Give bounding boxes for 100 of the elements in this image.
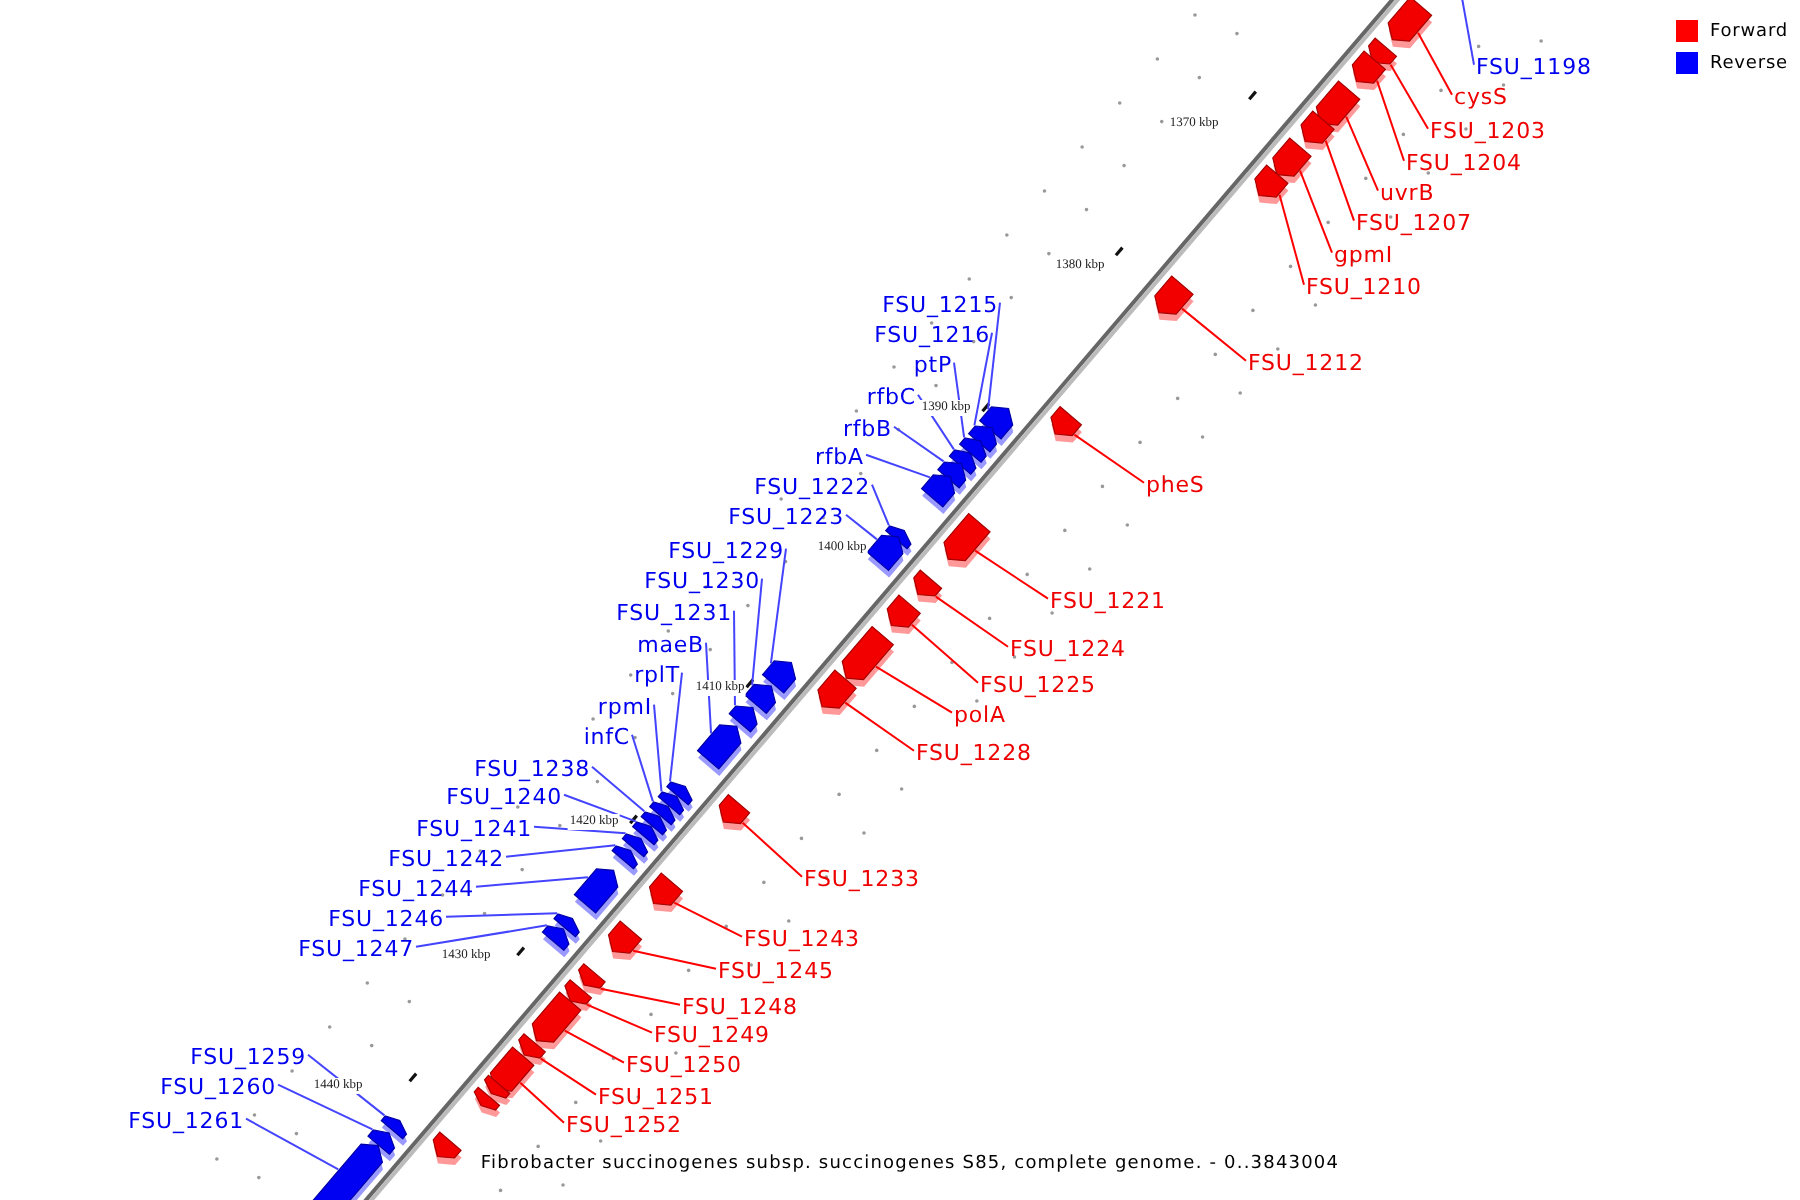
- gene-block: [1050, 405, 1083, 443]
- gene-label: FSU_1261: [128, 1107, 244, 1133]
- leader-line: [1345, 115, 1379, 192]
- leader-line: [910, 623, 979, 684]
- gene-block: [573, 868, 619, 920]
- gene-block: [309, 1143, 384, 1200]
- gene-label: FSU_1259: [190, 1043, 306, 1069]
- gene-label: FSU_1245: [718, 957, 834, 983]
- gene-label: FSU_1242: [388, 845, 504, 871]
- leader-line: [1376, 79, 1405, 162]
- leader-line: [741, 821, 803, 878]
- gene-label: FSU_1198: [1476, 53, 1592, 79]
- leader-line: [874, 665, 953, 714]
- gene-label: FSU_1203: [1430, 117, 1546, 143]
- gene-label: FSU_1215: [882, 291, 998, 317]
- gene-block: [718, 793, 751, 831]
- leader-line: [1389, 63, 1429, 130]
- gene-block: [1154, 275, 1194, 322]
- leader-line: [893, 425, 945, 463]
- gene-label: FSU_1212: [1248, 349, 1364, 375]
- gene-block: [648, 872, 684, 913]
- gene-block: [577, 962, 606, 996]
- leader-line: [475, 876, 589, 888]
- leader-line: [505, 844, 617, 858]
- leader-line: [673, 901, 743, 938]
- gene-label: rfbB: [842, 415, 892, 441]
- leader-line: [632, 949, 717, 970]
- leader-line: [415, 924, 548, 948]
- leader-line: [845, 513, 878, 541]
- leader-line: [844, 701, 915, 752]
- leader-line: [751, 577, 763, 687]
- gene-label: FSU_1204: [1406, 149, 1522, 175]
- gene-block: [886, 594, 922, 635]
- gene-block: [541, 925, 570, 958]
- gene-label: FSU_1241: [416, 815, 532, 841]
- gene-label: FSU_1222: [754, 473, 870, 499]
- gene-block: [473, 1086, 501, 1118]
- leader-line: [669, 671, 683, 783]
- gene-label: ptP: [913, 351, 952, 377]
- gene-label: FSU_1229: [668, 537, 784, 563]
- gene-label: FSU_1223: [728, 503, 844, 529]
- leader-line: [1278, 193, 1305, 286]
- leader-line: [1299, 169, 1333, 254]
- leader-line: [769, 547, 787, 665]
- leader-line: [1461, 0, 1475, 66]
- gene-label: polA: [954, 701, 1006, 727]
- leader-line: [1181, 307, 1247, 362]
- gene-label: FSU_1252: [566, 1111, 682, 1137]
- gene-label: uvrB: [1380, 179, 1435, 205]
- gene-block: [943, 512, 991, 568]
- legend-label: Forward: [1710, 21, 1788, 41]
- gene-block: [696, 724, 742, 776]
- gene-block: [920, 474, 956, 514]
- gene-block: [1300, 110, 1335, 151]
- leader-line: [1324, 139, 1355, 222]
- gene-label: FSU_1228: [916, 739, 1032, 765]
- gene-block: [1351, 50, 1387, 91]
- leader-line: [865, 453, 931, 479]
- gene-block: [611, 845, 639, 876]
- gene-label: FSU_1243: [744, 925, 860, 951]
- leader-line: [974, 549, 1049, 600]
- gene-label: FSU_1240: [446, 783, 562, 809]
- leader-line: [245, 1117, 340, 1171]
- gene-block: [841, 625, 895, 687]
- leader-line: [973, 331, 993, 427]
- leader-line: [591, 765, 646, 813]
- gene-label: rpmI: [597, 693, 652, 719]
- gene-block: [1254, 164, 1289, 205]
- leader-line: [445, 912, 559, 918]
- gene-label: FSU_1207: [1356, 209, 1472, 235]
- gene-label: rfbA: [814, 443, 864, 469]
- leader-line: [1417, 31, 1453, 96]
- leader-line: [599, 987, 681, 1006]
- gene-label: FSU_1244: [358, 875, 474, 901]
- leader-line: [539, 1057, 597, 1096]
- leader-line: [733, 609, 736, 707]
- gene-label: FSU_1249: [654, 1021, 770, 1047]
- leader-line: [653, 703, 663, 793]
- gene-label: FSU_1210: [1306, 273, 1422, 299]
- leader-line: [871, 483, 890, 527]
- gene-block: [913, 569, 943, 604]
- gene-label: FSU_1247: [298, 935, 414, 961]
- gene-label: rplT: [634, 661, 680, 687]
- gene-label: FSU_1248: [682, 993, 798, 1019]
- leader-line: [563, 793, 637, 823]
- gene-label: FSU_1216: [874, 321, 990, 347]
- gene-label: FSU_1221: [1050, 587, 1166, 613]
- leader-line: [631, 733, 654, 803]
- gene-label: FSU_1231: [616, 599, 732, 625]
- leader-line: [934, 595, 1009, 648]
- gene-block: [1387, 0, 1433, 49]
- gene-block: [531, 991, 582, 1050]
- gene-label: rfbC: [866, 383, 916, 409]
- gene-label: FSU_1238: [474, 755, 590, 781]
- leader-line: [1073, 433, 1145, 484]
- leader-line: [519, 1081, 565, 1124]
- gene-label: FSU_1260: [160, 1073, 276, 1099]
- gene-block: [607, 920, 643, 961]
- gene-label: FSU_1250: [626, 1051, 742, 1077]
- gene-label: maeB: [637, 631, 704, 657]
